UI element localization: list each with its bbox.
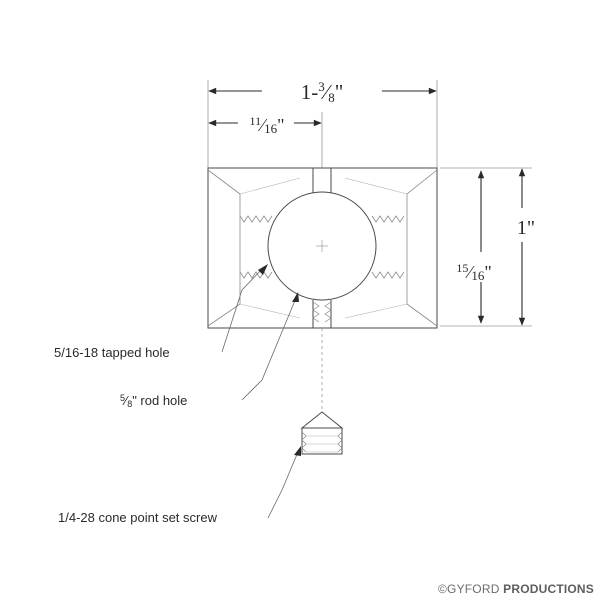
rod-hole-rest: " rod hole (132, 393, 187, 408)
callout-rod-hole: 5⁄8" rod hole (120, 292, 299, 409)
outline (207, 167, 438, 329)
thread-left-bottom (239, 271, 273, 279)
tapped-hole-label: 5/16-18 tapped hole (54, 345, 170, 360)
fraction-slash: ⁄ (257, 115, 268, 135)
callout-tapped-hole: 5/16-18 tapped hole (54, 264, 268, 360)
overall-width-unit: " (335, 80, 344, 104)
part-body (207, 167, 438, 329)
height-label: 1" (517, 217, 535, 239)
set-screw (300, 411, 344, 455)
thread-right-top (371, 215, 405, 223)
overall-width-dimension: 1-3⁄8" (207, 79, 438, 168)
rod-hole-num: 5 (120, 393, 125, 403)
callout-set-screw: 1/4-28 cone point set screw (58, 446, 301, 525)
svg-text:1-3⁄8": 1-3⁄8" (301, 79, 344, 105)
overall-width-num: 3 (318, 79, 325, 94)
svg-text:15⁄16": 15⁄16" (456, 261, 491, 283)
fraction-slash: ⁄ (464, 262, 475, 282)
half-width-num: 11 (250, 114, 262, 128)
fraction-slash: ⁄ (122, 393, 129, 408)
svg-text:5⁄8" rod hole: 5⁄8" rod hole (120, 393, 187, 409)
thread-left-top (239, 215, 273, 223)
thread-right-bottom (371, 271, 405, 279)
copyright-suffix: PRODUCTIONS (503, 582, 594, 596)
overall-width-whole: 1- (301, 80, 319, 104)
overall-width-den: 8 (328, 90, 335, 105)
hole-height-num: 15 (456, 261, 468, 275)
svg-text:11⁄16": 11⁄16" (250, 114, 285, 136)
half-width-den: 16 (264, 121, 278, 136)
left-chamfer (207, 169, 241, 327)
hole-height-unit: " (484, 262, 491, 282)
hole-height-den: 16 (471, 268, 485, 283)
right-chamfer (406, 169, 438, 327)
rod-hole-den: 8 (127, 399, 132, 409)
copyright-notice: ©GYFORD PRODUCTIONS (438, 582, 594, 596)
half-width-dimension: 11⁄16" (208, 112, 323, 168)
copyright-brand: ©GYFORD (438, 582, 500, 596)
height-dimensions: 1" 15⁄16" (440, 167, 535, 327)
set-screw-label: 1/4-28 cone point set screw (58, 510, 218, 525)
half-width-unit: " (277, 115, 284, 135)
